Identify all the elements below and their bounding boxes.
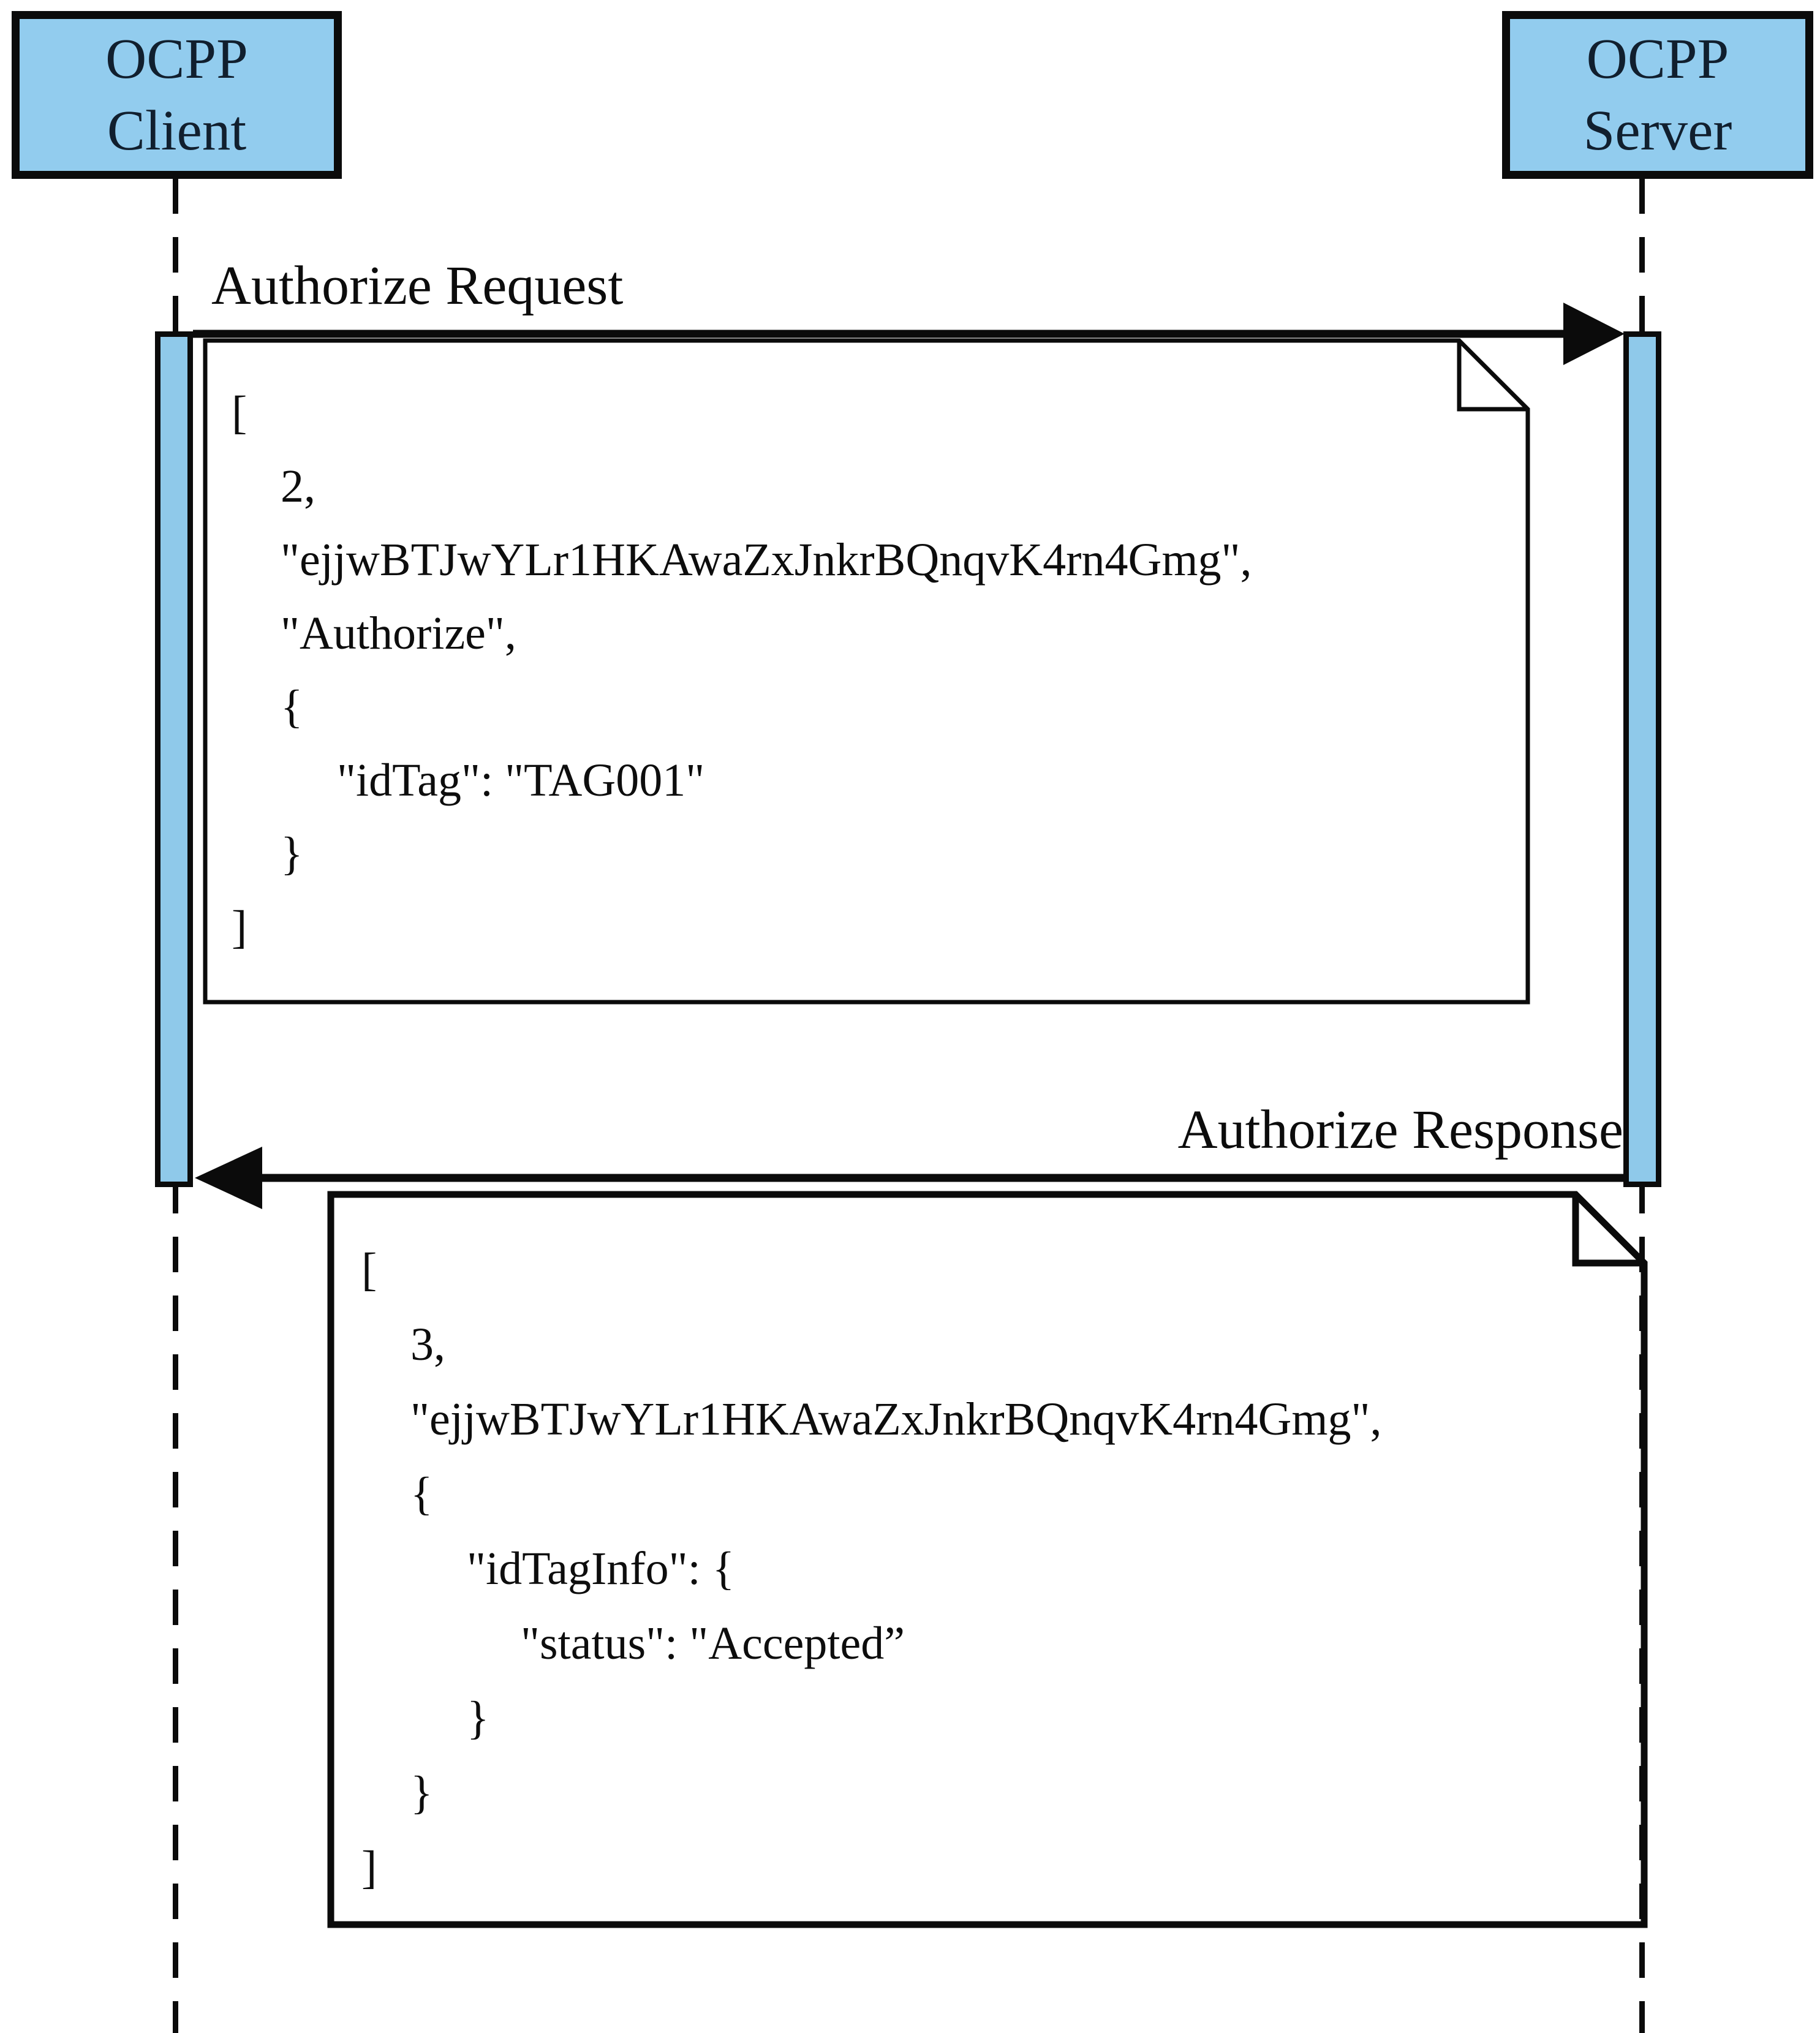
- request-note-fold-icon: [1457, 341, 1528, 412]
- actor-client-label-line2: Client: [107, 99, 247, 162]
- json-line: [: [361, 1244, 377, 1296]
- response-arrowhead-icon: [195, 1147, 262, 1209]
- response-note-fold-icon: [1572, 1194, 1644, 1267]
- json-line: ]: [232, 902, 247, 953]
- json-line: }: [281, 828, 303, 880]
- response-payload-text: [3, "ejjwBTJwYLr1HKAwaZxJnkrBQnqvK4rn4Gmg…: [331, 1194, 1638, 1905]
- response-message-label: Authorize Response: [1177, 1099, 1623, 1160]
- json-line: [: [232, 387, 247, 439]
- json-line: "idTagInfo": {: [467, 1543, 735, 1594]
- actor-server-label-line1: OCPP: [1586, 28, 1729, 91]
- json-line: "idTag": "TAG001": [337, 755, 705, 806]
- json-line: 3,: [410, 1319, 445, 1370]
- actor-server-label-line2: Server: [1583, 99, 1732, 162]
- request-note-box: [203, 338, 1530, 1005]
- request-payload-text: [2, "ejjwBTJwYLr1HKAwaZxJnkrBQnqvK4rn4Gmg…: [205, 341, 1524, 964]
- request-arrowhead-icon: [1563, 303, 1625, 365]
- server-activation-bar: [1623, 331, 1661, 1187]
- json-line: "ejjwBTJwYLr1HKAwaZxJnkrBQnqvK4rn4Gmg",: [410, 1394, 1382, 1445]
- actor-server-box: OCPP Server: [1502, 11, 1813, 179]
- actor-client-box: OCPP Client: [12, 11, 342, 179]
- json-line: }: [410, 1767, 433, 1819]
- json-line: {: [281, 681, 303, 733]
- json-line: {: [410, 1468, 433, 1520]
- client-activation-bar: [155, 331, 193, 1187]
- json-line: }: [467, 1692, 489, 1744]
- json-line: ]: [361, 1842, 377, 1893]
- actor-client-label-line1: OCPP: [105, 28, 248, 91]
- json-line: 2,: [281, 461, 315, 512]
- json-line: "ejjwBTJwYLr1HKAwaZxJnkrBQnqvK4rn4Gmg",: [281, 534, 1252, 586]
- request-message-label: Authorize Request: [211, 255, 624, 316]
- json-line: "Authorize",: [281, 608, 516, 659]
- json-line: "status": "Accepted”: [521, 1618, 905, 1669]
